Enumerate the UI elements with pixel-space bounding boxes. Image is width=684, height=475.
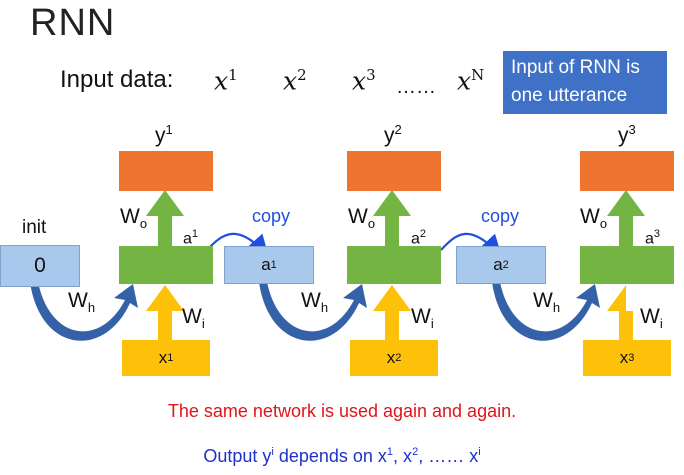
input-arrow-3 bbox=[607, 285, 645, 340]
weight-hidden-label-3: Wh bbox=[533, 289, 561, 316]
output-arrow-3 bbox=[607, 190, 645, 246]
hidden-arrow-1 bbox=[30, 282, 138, 341]
state-label-1: a1 bbox=[183, 228, 199, 248]
weight-input-label-3: Wi bbox=[640, 305, 663, 332]
weight-hidden-label-2: Wh bbox=[301, 289, 329, 316]
input-arrow-1 bbox=[146, 285, 184, 340]
input-x3: x3 bbox=[352, 66, 376, 96]
output-label-2: y2 bbox=[384, 122, 402, 147]
output-box-1 bbox=[119, 151, 213, 191]
state-label-3: a3 bbox=[645, 228, 661, 248]
utterance-note-line1: Input of RNN is bbox=[511, 57, 640, 78]
same-network-statement: The same network is used again and again… bbox=[167, 401, 517, 421]
input-data-label: Input data: bbox=[60, 66, 174, 93]
utterance-note-line2: one utterance bbox=[511, 85, 628, 106]
network-box-2 bbox=[347, 246, 441, 284]
hidden-arrow-2 bbox=[259, 282, 367, 341]
input-ellipsis: …… bbox=[396, 76, 436, 98]
output-box-2 bbox=[347, 151, 441, 191]
weight-hidden-label-1: Wh bbox=[68, 289, 96, 316]
slide-title: RNN bbox=[30, 2, 116, 44]
output-label-3: y3 bbox=[618, 122, 636, 147]
copy-label-2: copy bbox=[481, 206, 520, 226]
init-state-box: 0 bbox=[0, 245, 80, 287]
state-label-2: a2 bbox=[411, 228, 427, 248]
init-label: init bbox=[22, 217, 47, 238]
input-xN: xN bbox=[457, 66, 485, 96]
copy-label-1: copy bbox=[252, 206, 291, 226]
output-dependency-statement: Output yi depends on x1, x2, …… xi bbox=[203, 446, 481, 466]
output-box-3 bbox=[580, 151, 674, 191]
output-arrow-2 bbox=[373, 190, 411, 246]
input-arrow-2 bbox=[373, 285, 411, 340]
output-arrow-1 bbox=[146, 190, 184, 246]
copy-arrow-2 bbox=[440, 232, 503, 258]
weight-output-label-2: Wo bbox=[348, 205, 376, 232]
weight-output-label-3: Wo bbox=[580, 205, 608, 232]
output-label-1: y1 bbox=[155, 122, 173, 147]
input-x1: x1 bbox=[214, 66, 238, 96]
input-x2: x2 bbox=[283, 66, 307, 96]
utterance-note: Input of RNN is one utterance bbox=[503, 51, 667, 114]
copy-arrow-1 bbox=[206, 232, 269, 258]
hidden-arrow-3 bbox=[492, 282, 600, 341]
network-box-1 bbox=[119, 246, 213, 284]
weight-input-label-2: Wi bbox=[411, 305, 434, 332]
weight-output-label-1: Wo bbox=[120, 205, 148, 232]
network-box-3 bbox=[580, 246, 674, 284]
weight-input-label-1: Wi bbox=[182, 305, 205, 332]
